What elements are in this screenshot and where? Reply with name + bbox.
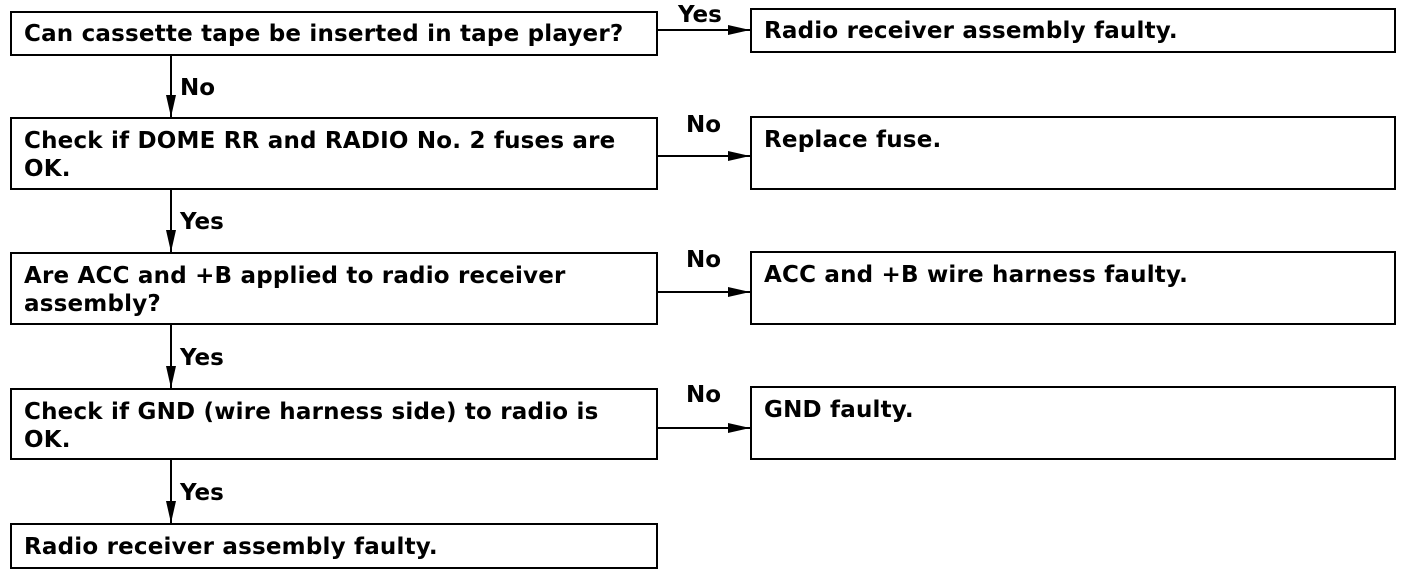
- result-box-1: Radio receiver assembly faulty.: [750, 8, 1396, 53]
- next-label-1: No: [180, 75, 216, 101]
- question-text-2: Check if DOME RR and RADIO No. 2 fuses a…: [24, 128, 616, 182]
- question-box-1: Can cassette tape be inserted in tape pl…: [10, 11, 658, 56]
- result-box-3: ACC and +B wire harness faulty.: [750, 251, 1396, 325]
- final-result-box: Radio receiver assembly faulty.: [10, 523, 658, 569]
- result-box-4: GND faulty.: [750, 386, 1396, 460]
- result-text-2: Replace fuse.: [764, 127, 942, 153]
- question-box-2: Check if DOME RR and RADIO No. 2 fuses a…: [10, 117, 658, 190]
- next-label-3: Yes: [180, 345, 224, 371]
- result-text-4: GND faulty.: [764, 397, 914, 423]
- question-box-4: Check if GND (wire harness side) to radi…: [10, 388, 658, 460]
- branch-label-2: No: [686, 112, 722, 138]
- final-result-text: Radio receiver assembly faulty.: [24, 534, 438, 560]
- question-text-1: Can cassette tape be inserted in tape pl…: [24, 21, 624, 47]
- question-text-3: Are ACC and +B applied to radio receiver…: [24, 263, 566, 317]
- next-label-2: Yes: [180, 209, 224, 235]
- branch-label-4: No: [686, 382, 722, 408]
- question-text-4: Check if GND (wire harness side) to radi…: [24, 399, 599, 453]
- branch-label-1: Yes: [678, 2, 722, 28]
- result-box-2: Replace fuse.: [750, 116, 1396, 190]
- next-label-4: Yes: [180, 480, 224, 506]
- branch-label-3: No: [686, 247, 722, 273]
- question-box-3: Are ACC and +B applied to radio receiver…: [10, 252, 658, 325]
- result-text-3: ACC and +B wire harness faulty.: [764, 262, 1189, 288]
- result-text-1: Radio receiver assembly faulty.: [764, 18, 1178, 44]
